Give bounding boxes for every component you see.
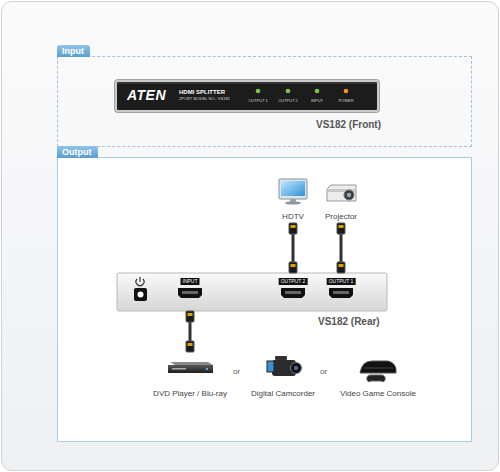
hdmi-port	[178, 288, 202, 298]
plug-contact	[339, 225, 344, 228]
source-device: Digital Camcorder	[242, 352, 324, 400]
output-ground	[57, 157, 472, 442]
port-label: OUTPUT 1	[327, 278, 356, 285]
projector-body	[327, 185, 356, 201]
plug-contact	[339, 264, 344, 267]
hdmi-cable	[186, 311, 194, 352]
panel-text: 2PORT MODEL NO.: VS182	[179, 97, 230, 101]
display-device: HDTV	[273, 176, 313, 223]
led	[286, 89, 291, 94]
view-caption: VS182 (Front)	[316, 119, 381, 130]
player-light	[206, 368, 208, 370]
cable-plug	[337, 262, 345, 273]
display-device: Projector	[317, 176, 365, 223]
connector-word: or	[233, 368, 240, 377]
power-jack	[134, 288, 147, 301]
source-device: DVD Player / Blu-ray	[140, 352, 240, 400]
projector-glass	[347, 193, 351, 197]
source-device: Video Game Console	[333, 352, 423, 400]
led	[344, 89, 349, 94]
tv-screen	[281, 181, 305, 196]
projector-lens	[344, 190, 354, 200]
cable-plug	[289, 262, 297, 273]
led	[315, 89, 320, 94]
panel-highlight	[117, 83, 377, 84]
hdmi-slot	[285, 291, 301, 294]
region-tab: Output	[57, 146, 98, 158]
region-panel: OutputHDTVProjectorINPUTOUTPUT 2OUTPUT 1…	[57, 157, 472, 442]
camcorder-handle	[275, 356, 287, 360]
player-body	[168, 365, 213, 373]
hdmi-slot	[182, 291, 198, 294]
power-symbol	[136, 277, 144, 286]
camcorder-glass	[294, 366, 298, 370]
view-caption: VS182 (Rear)	[318, 316, 380, 327]
power-jack-hole	[138, 292, 144, 298]
console-body	[360, 361, 396, 373]
hdmi-port	[281, 288, 305, 298]
panel-text: ATEN	[127, 88, 166, 103]
rear-panel: INPUT OUTPUT 2 OUTPUT 1	[117, 273, 387, 311]
camcorder-screen	[267, 361, 274, 372]
player-tray	[172, 368, 186, 370]
hdmi-cable	[337, 223, 345, 273]
hdmi-port	[329, 288, 353, 298]
port-label: OUTPUT 2	[279, 278, 308, 285]
connector-word: or	[320, 368, 327, 377]
hdmi-slot	[333, 291, 349, 294]
cable-plug	[186, 341, 194, 352]
device-label: Projector	[325, 213, 357, 222]
cable-plug	[289, 223, 297, 234]
rear-panel	[117, 273, 387, 311]
plug-contact	[188, 343, 193, 346]
front-panel	[117, 82, 377, 110]
front-panel: ATEN HDMI SPLITTER2PORT MODEL NO.: VS182O…	[117, 82, 377, 110]
region-tab: Input	[57, 45, 90, 57]
tv-base	[285, 201, 301, 204]
camcorder-lens	[291, 363, 302, 374]
led-label: INPUT	[311, 99, 323, 103]
led	[256, 89, 261, 94]
device-label: Digital Camcorder	[251, 390, 315, 399]
plug-contact	[291, 225, 296, 228]
led-label: OUTPUT 1	[248, 99, 268, 103]
console-slot	[364, 368, 393, 369]
plug-contact	[188, 313, 193, 316]
hdmi-cable	[289, 223, 297, 273]
led-label: OUTPUT 2	[278, 99, 298, 103]
region-panel: InputATENHDMI SPLITTER2PORT MODEL NO.: V…	[57, 56, 472, 147]
device-label: HDTV	[282, 213, 304, 222]
tv-frame	[279, 179, 307, 199]
cable-plug	[186, 311, 194, 322]
device-housing	[115, 80, 380, 113]
device-label: DVD Player / Blu-ray	[153, 390, 227, 399]
console-controller	[367, 375, 385, 382]
port-label: INPUT	[181, 278, 200, 285]
cable-plug	[337, 223, 345, 234]
device-label: Video Game Console	[340, 390, 416, 399]
panel-text: HDMI SPLITTER	[179, 89, 225, 96]
led-label: POWER	[338, 99, 353, 103]
plug-contact	[291, 264, 296, 267]
player-top	[170, 362, 213, 365]
